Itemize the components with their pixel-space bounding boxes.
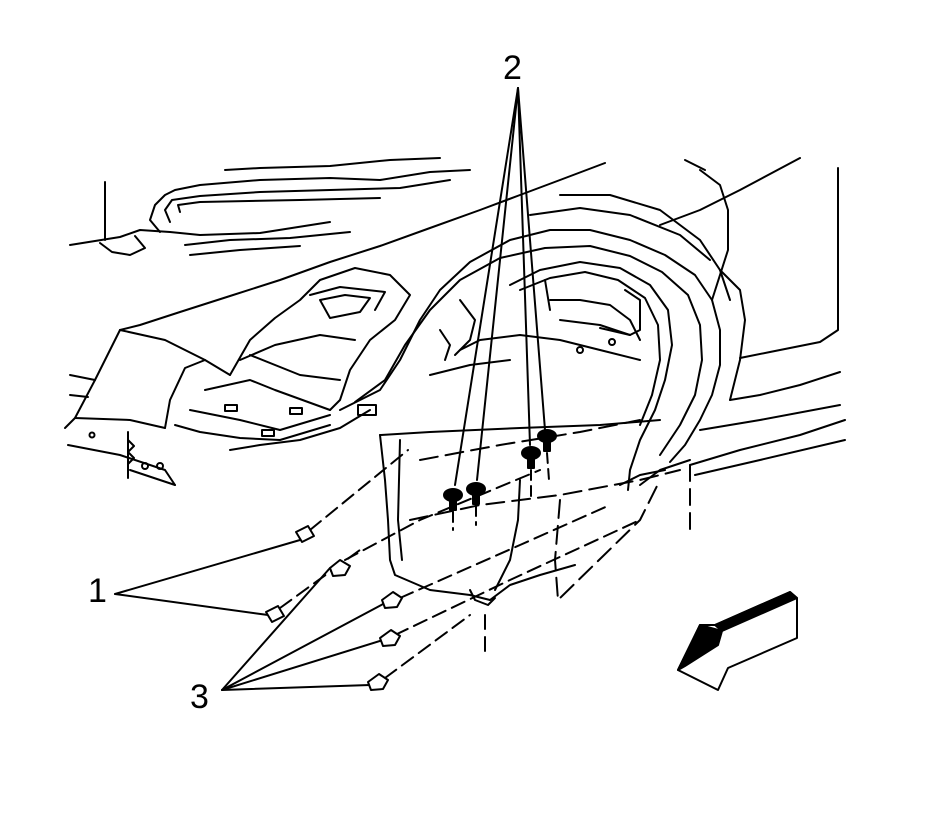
screw-fasteners (265, 525, 315, 623)
callout-label-2: 2 (503, 49, 522, 87)
fender-body (64, 157, 846, 531)
callout-label-3: 3 (190, 678, 209, 716)
cowl-area (69, 157, 471, 256)
retainer-fasteners (329, 559, 403, 691)
push-pin-fasteners (443, 429, 557, 511)
callout-3-leaders (221, 469, 641, 691)
callout-2-leaders (454, 87, 546, 486)
push-pin-dashes (452, 452, 550, 531)
callout-label-1: 1 (88, 572, 107, 610)
callout-1-leaders (114, 449, 409, 616)
front-direction-arrow-icon (677, 591, 798, 691)
